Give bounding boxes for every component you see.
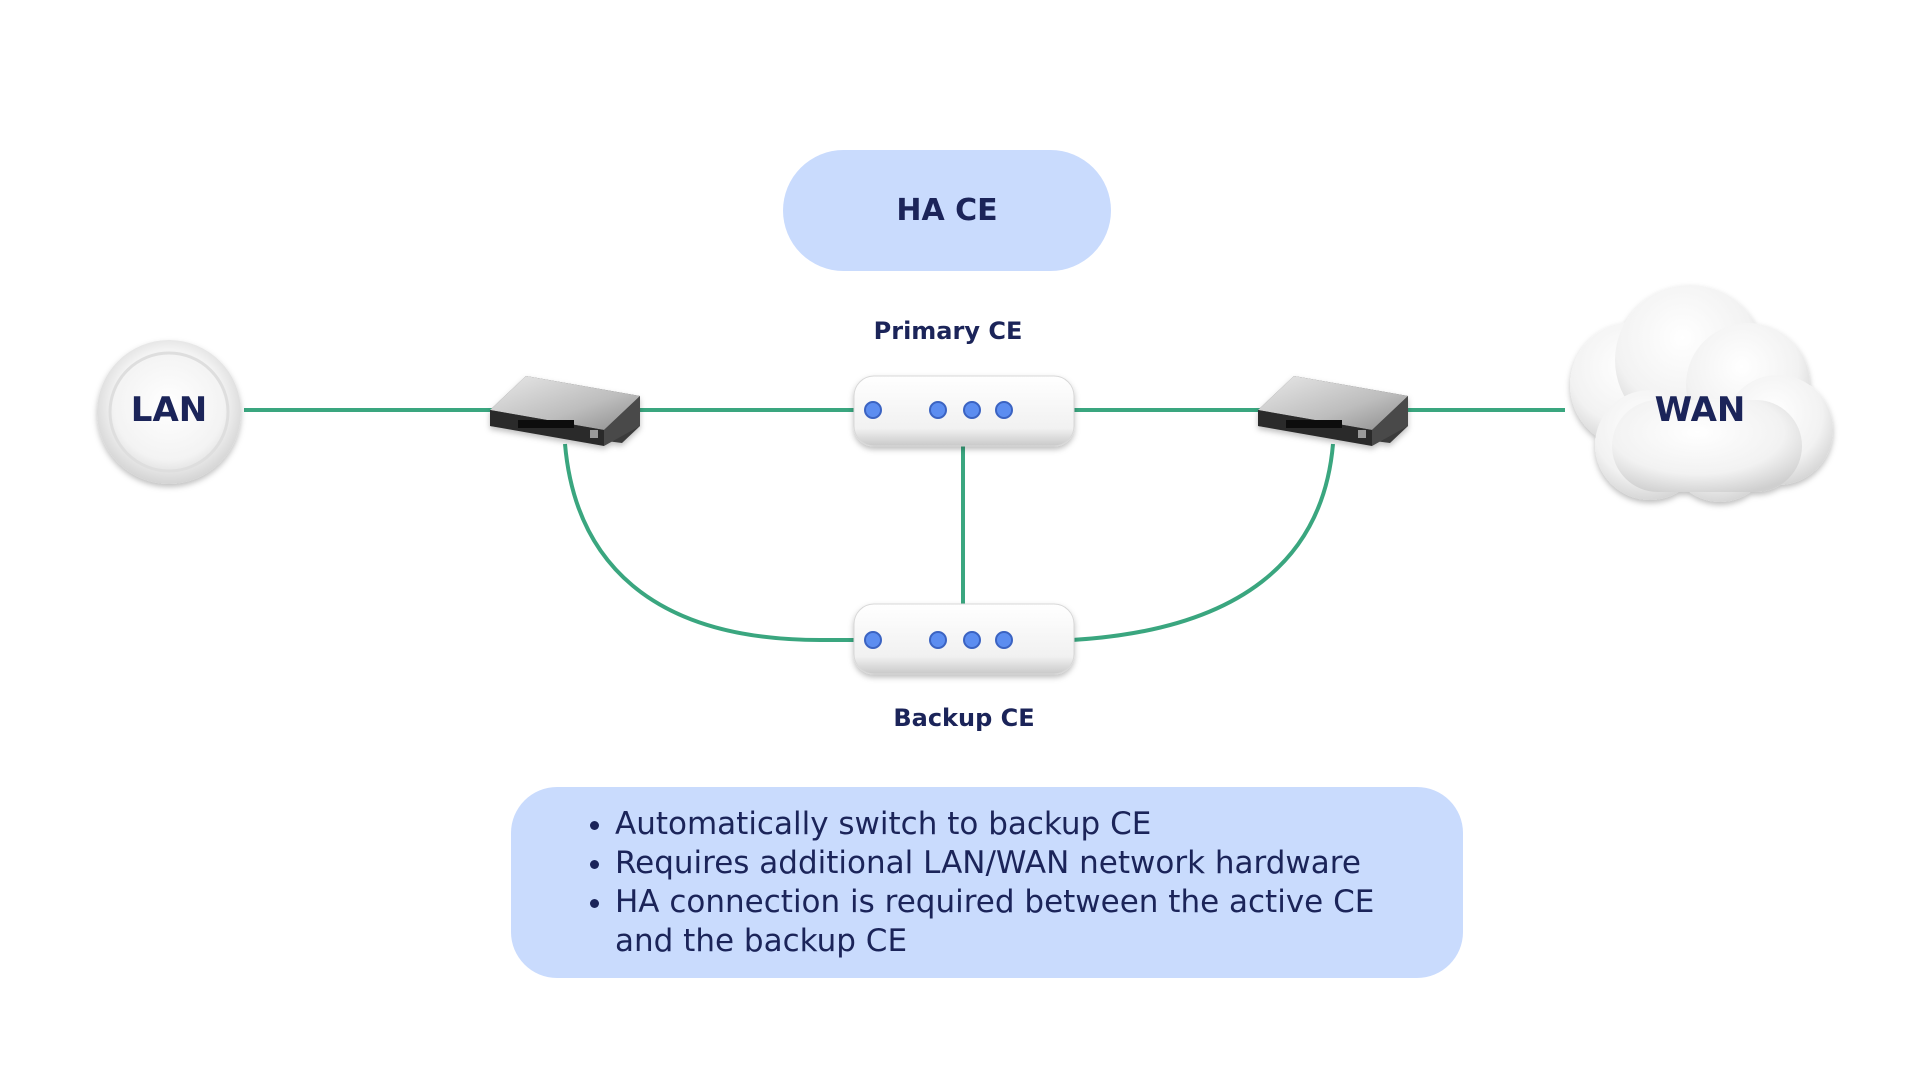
note-item: HA connection is required between the ac… <box>615 883 1423 961</box>
led-indicator <box>929 401 947 419</box>
link-lanswitch-backup <box>563 443 856 642</box>
primary-ce-device <box>853 375 1075 447</box>
led-indicator <box>963 401 981 419</box>
wan-cloud-icon <box>1570 285 1833 502</box>
wan-label: WAN <box>1654 390 1746 430</box>
diagram-title-text: HA CE <box>896 193 998 228</box>
lan-label: LAN <box>130 390 208 430</box>
backup-ce-label: Backup CE <box>893 704 1035 732</box>
links <box>244 408 1565 642</box>
primary-ce-label: Primary CE <box>873 317 1023 345</box>
led-indicator <box>995 401 1013 419</box>
lan-switch-icon <box>490 376 640 446</box>
note-item: Requires additional LAN/WAN network hard… <box>615 844 1423 883</box>
wan-switch-icon <box>1258 376 1408 446</box>
lan-node <box>97 340 241 484</box>
notes-box: Automatically switch to backup CE Requir… <box>511 787 1463 978</box>
link-wanswitch-backup <box>1071 443 1335 642</box>
led-indicator <box>963 631 981 649</box>
led-indicator <box>929 631 947 649</box>
led-indicator <box>864 401 882 419</box>
backup-ce-device <box>853 603 1075 675</box>
notes-list: Automatically switch to backup CE Requir… <box>591 805 1423 961</box>
diagram-title: HA CE <box>783 150 1111 271</box>
led-indicator <box>995 631 1013 649</box>
note-item: Automatically switch to backup CE <box>615 805 1423 844</box>
led-indicator <box>864 631 882 649</box>
